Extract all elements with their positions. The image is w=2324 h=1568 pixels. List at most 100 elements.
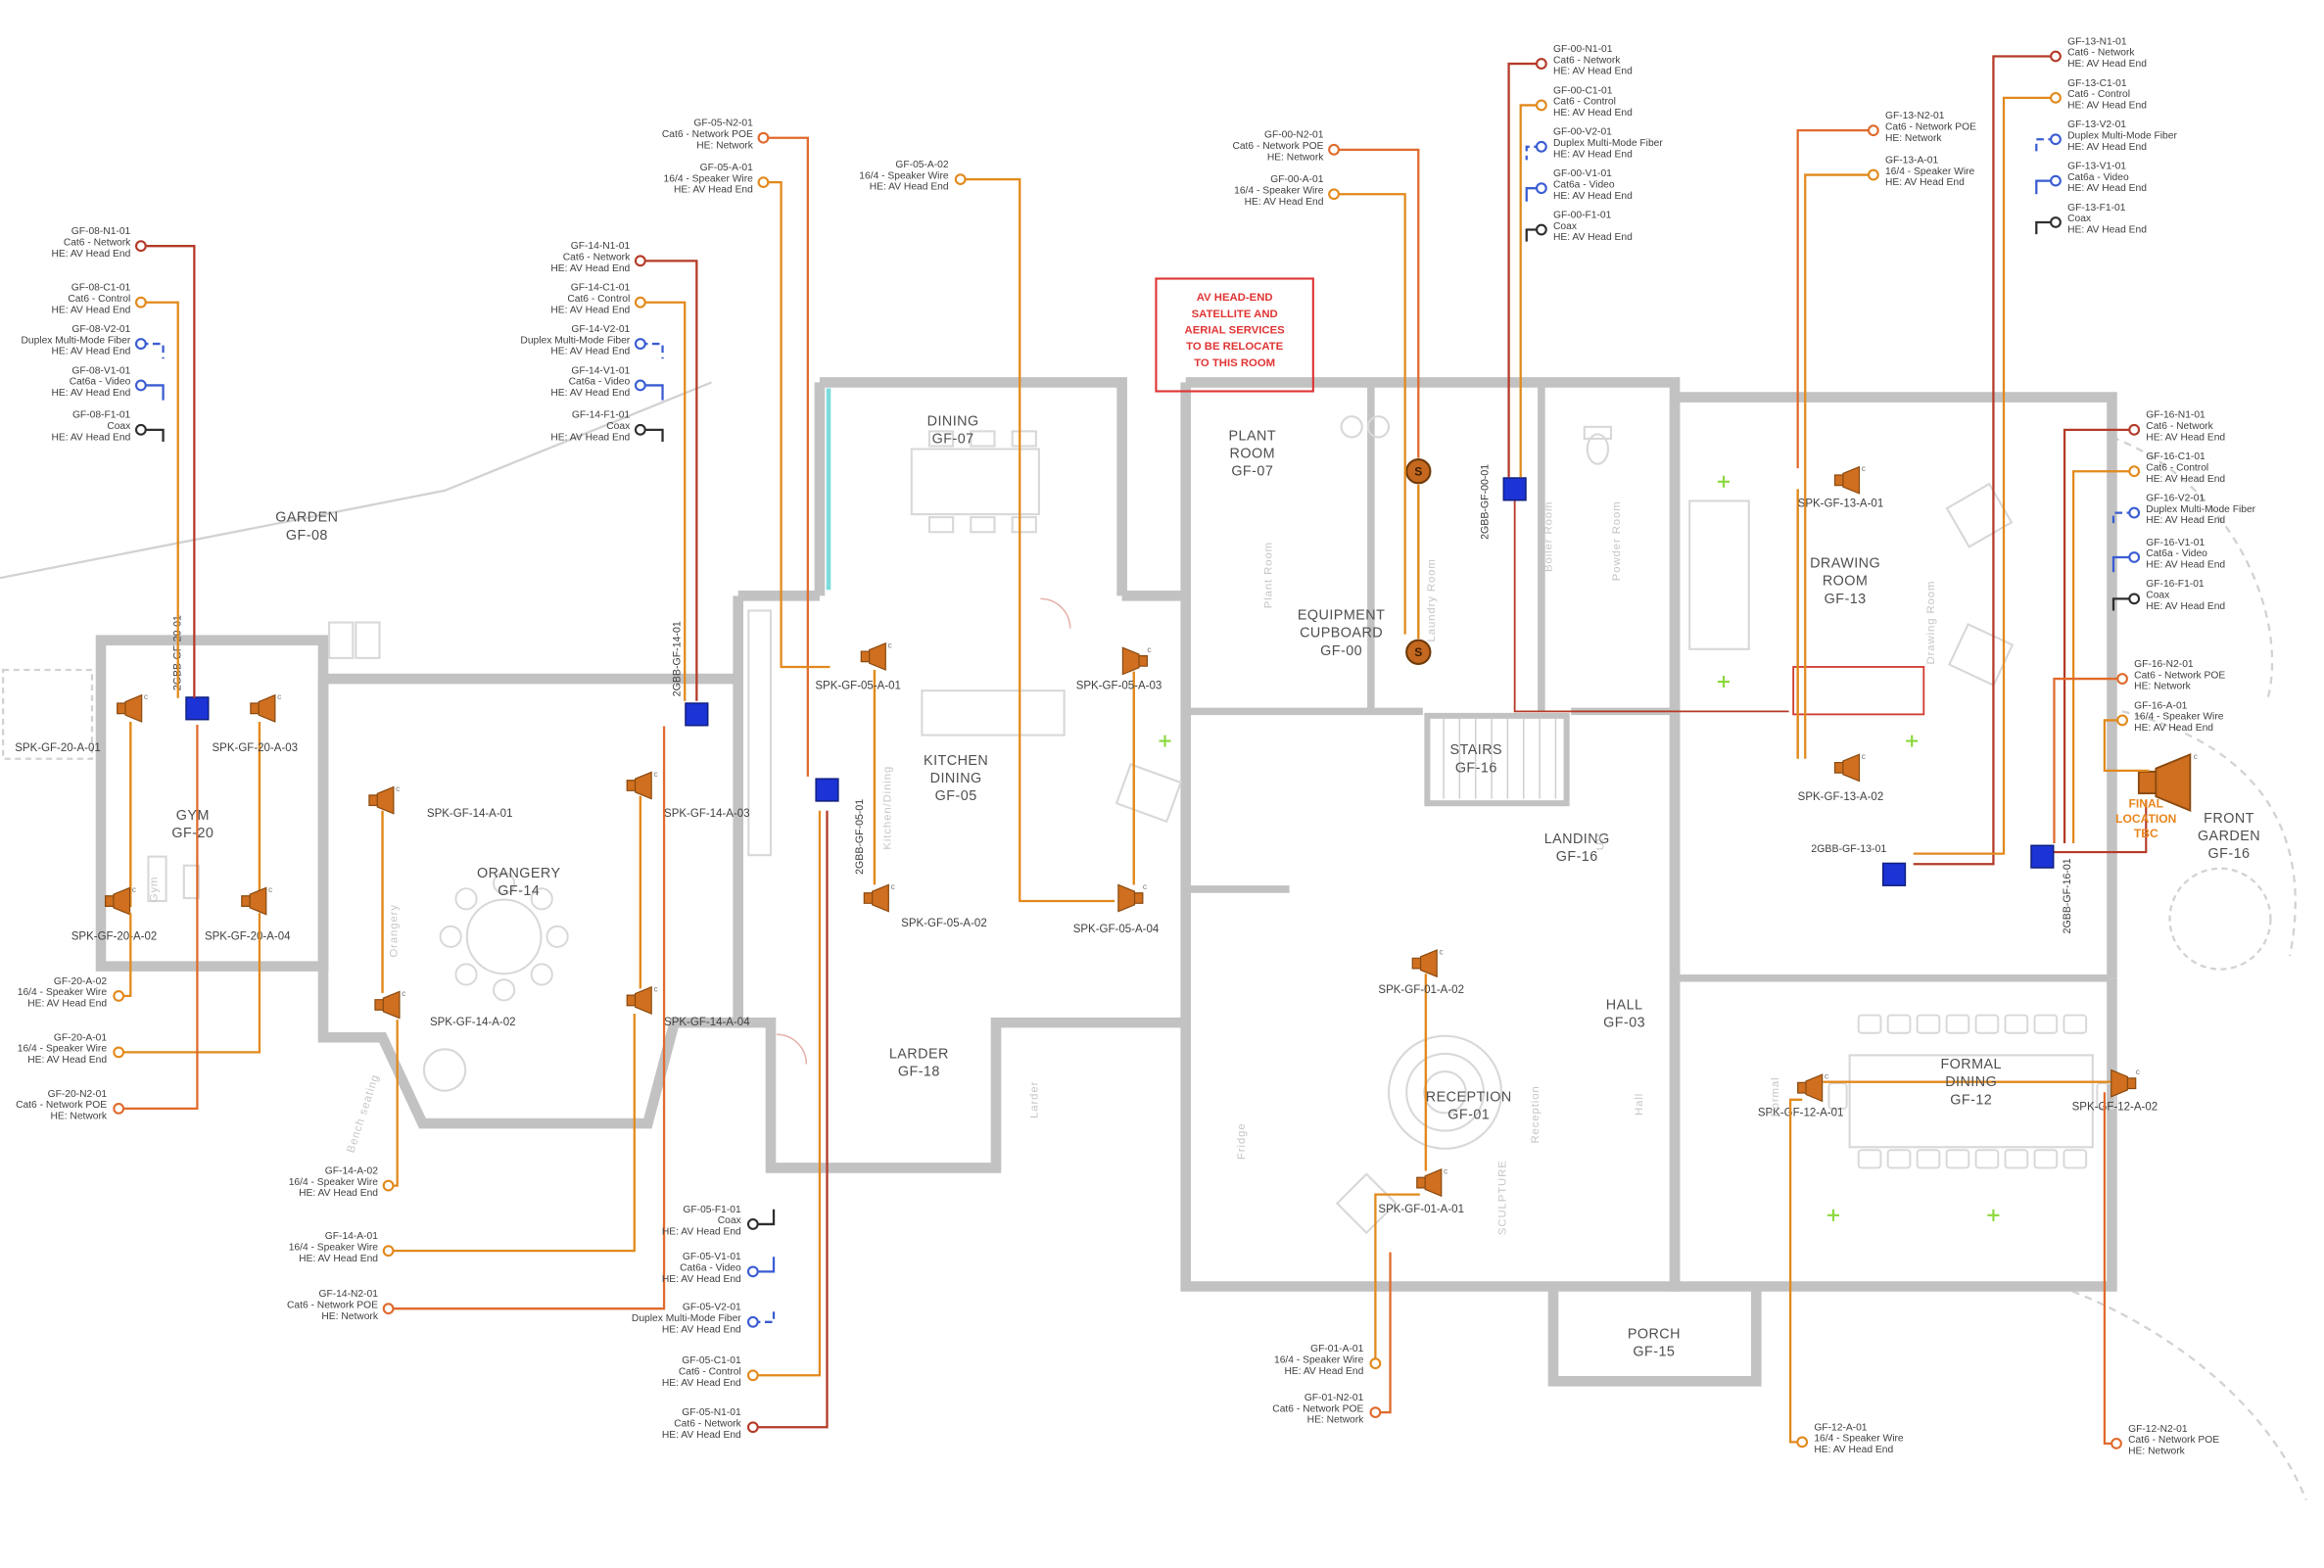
svg-text:HE: AV Head End: HE: AV Head End [1553,232,1633,243]
svg-text:HE: Network: HE: Network [2128,1446,2185,1456]
sofa [1945,482,2014,548]
svg-text:STAIRS: STAIRS [1450,742,1503,758]
callout-connector-icon [2128,506,2141,519]
speaker-icon [374,990,401,1020]
ceiling-marker [1717,676,1731,689]
chair [2033,1149,2059,1169]
distribution-box-2gbb-gf-05-01: 2GBB-GF-05-01 [815,778,866,875]
svg-text:GARDEN: GARDEN [2198,829,2260,844]
garden-boundary-line [0,381,712,580]
callout-leader-line [2111,597,2135,611]
svg-text:GF-12-A-01: GF-12-A-01 [1814,1422,1867,1433]
svg-text:GF-20-A-01: GF-20-A-01 [54,1032,107,1043]
svg-text:Coax: Coax [606,421,631,432]
callout-connector-icon [634,338,646,350]
callout-leader-line [1507,62,1541,478]
callout-connector-icon [746,1315,759,1328]
svg-text:HE: AV Head End: HE: AV Head End [870,182,949,193]
svg-text:HALL: HALL [1606,998,1643,1014]
svg-text:Cat6 - Network POE: Cat6 - Network POE [16,1100,107,1111]
note-box [1155,277,1314,393]
chair [439,925,462,948]
drawing-room-cabinet [1688,499,1750,650]
svg-text:Cat6a - Video: Cat6a - Video [569,377,631,388]
svg-text:2GBB-GF-16-01: 2GBB-GF-16-01 [2062,858,2073,933]
faint-room-label: Powder Room [1611,500,1623,581]
svg-text:HE: AV Head End: HE: AV Head End [2067,183,2147,194]
svg-text:Cat6 - Network: Cat6 - Network [1553,55,1621,66]
chair [1857,1014,1882,1034]
callout-connector-icon [113,1102,125,1115]
svg-text:Cat6a - Video: Cat6a - Video [1553,179,1615,190]
callout-leader-line [2111,511,2135,528]
callout-leader-line [1788,1098,1803,1444]
svg-text:GF-01: GF-01 [1447,1107,1490,1122]
callout-connector-icon [134,296,147,309]
svg-text:HE: AV Head End: HE: AV Head End [662,1378,741,1389]
speaker-icon [626,771,652,800]
svg-text:c: c [2136,1067,2140,1076]
svg-text:GF-00-V1-01: GF-00-V1-01 [1553,168,1612,179]
svg-text:Cat6 - Network POE: Cat6 - Network POE [287,1300,378,1310]
svg-text:GYM: GYM [176,808,210,824]
svg-text:GF-16-N1-01: GF-16-N1-01 [2146,410,2205,421]
callout-connector-icon [2116,673,2128,685]
svg-text:2GBB-GF-05-01: 2GBB-GF-05-01 [854,799,866,875]
svg-text:Cat6 - Control: Cat6 - Control [68,294,130,305]
speaker-icon [1797,1073,1824,1103]
svg-text:Duplex Multi-Mode Fiber: Duplex Multi-Mode Fiber [21,335,130,346]
callout-connector-icon [382,1179,395,1192]
svg-text:Cat6a - Video: Cat6a - Video [2146,548,2207,559]
callout-leader-line [119,724,199,1111]
svg-text:GF-13-F1-01: GF-13-F1-01 [2067,203,2126,214]
svg-text:ROOM: ROOM [1230,447,1276,462]
svg-text:SPK-GF-05-A-04: SPK-GF-05-A-04 [1073,924,1160,935]
callout-leader-line [2111,555,2135,573]
svg-text:HE: Network: HE: Network [50,1111,107,1121]
callout-connector-icon [2128,423,2141,436]
svg-text:GF-14-A-01: GF-14-A-01 [325,1231,378,1242]
callout-connector-icon [1328,188,1340,201]
svg-text:HE: Network: HE: Network [1885,133,1942,144]
svg-text:HE: AV Head End: HE: AV Head End [550,305,630,315]
s-device-icon: S [1405,639,1432,665]
svg-text:c: c [888,640,892,649]
distribution-box-icon [2030,844,2055,869]
callout-connector-icon [1328,143,1340,156]
callout-connector-icon [746,1369,759,1382]
svg-text:Duplex Multi-Mode Fiber: Duplex Multi-Mode Fiber [632,1313,741,1324]
svg-text:SPK-GF-14-A-03: SPK-GF-14-A-03 [664,808,750,820]
callout-connector-icon [1535,182,1547,195]
svg-text:GF-05-C1-01: GF-05-C1-01 [682,1355,741,1366]
svg-text:c: c [402,988,405,998]
svg-text:GF-00-N2-01: GF-00-N2-01 [1264,130,1324,141]
speaker-icon [626,985,652,1015]
chair [2063,1014,2088,1034]
svg-text:Cat6 - Network POE: Cat6 - Network POE [1272,1403,1363,1414]
chair [1857,1149,1882,1169]
svg-text:HE: Network: HE: Network [1267,152,1324,163]
svg-text:HE: AV Head End: HE: AV Head End [1553,67,1633,77]
callout-connector-icon [113,1046,125,1059]
svg-text:GF-05-A-02: GF-05-A-02 [895,160,948,170]
svg-text:Duplex Multi-Mode Fiber: Duplex Multi-Mode Fiber [520,335,630,346]
speaker-icon [1411,949,1438,978]
svg-text:KITCHEN: KITCHEN [924,753,988,769]
svg-text:HE: AV Head End: HE: AV Head End [2146,515,2225,526]
svg-text:Cat6 - Network POE: Cat6 - Network POE [2134,670,2225,681]
